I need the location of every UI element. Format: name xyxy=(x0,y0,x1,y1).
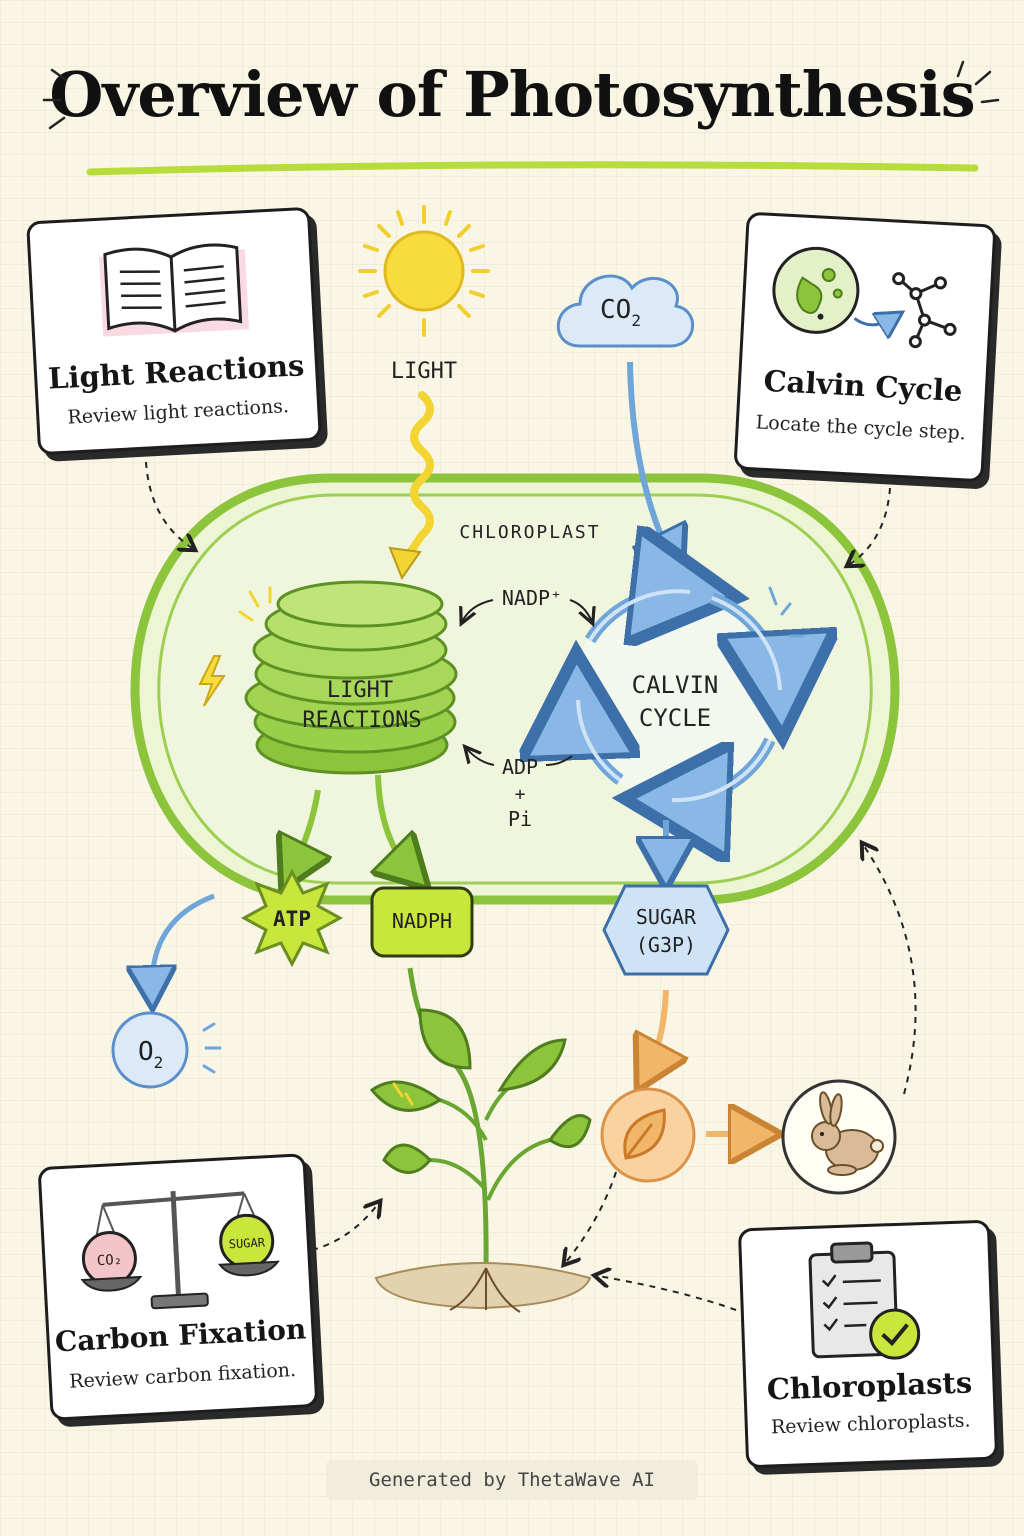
card-carbon-fixation[interactable]: CO₂ SUGAR Carbon Fixation Review carbon … xyxy=(37,1153,319,1421)
pi-label: Pi xyxy=(508,807,532,831)
atp-label: ATP xyxy=(273,907,311,931)
footer-credit: Generated by ThetaWave AI xyxy=(326,1460,698,1500)
calvin-label-2: CYCLE xyxy=(639,704,711,732)
card-light-reactions[interactable]: Light Reactions Review light reactions. xyxy=(26,206,322,456)
nadph-box xyxy=(370,886,474,958)
thylakoid-stack xyxy=(244,580,458,775)
sugar-to-leaf-arrow xyxy=(648,989,666,1070)
dash-chloroplast-card xyxy=(598,1276,737,1311)
dash-light-card xyxy=(145,461,192,548)
co2-label: CO2 xyxy=(600,295,641,330)
title-underline xyxy=(86,161,979,176)
co2-subscript: 2 xyxy=(631,311,641,330)
lightning-icon xyxy=(198,655,226,707)
scale-right-label: SUGAR xyxy=(228,1235,266,1251)
open-book-icon xyxy=(99,243,250,337)
card-calvin-cycle-title: Calvin Cycle xyxy=(762,363,964,409)
sugar-hexagon xyxy=(602,884,730,976)
nadph-arrow xyxy=(378,774,412,872)
dash-carbon-card xyxy=(311,1204,378,1251)
card-light-reactions-title: Light Reactions xyxy=(47,348,306,396)
light-reactions-label-1: LIGHT xyxy=(327,678,393,703)
o2-label: O2 xyxy=(138,1037,163,1072)
adp-label: ADP xyxy=(502,755,538,779)
card-chloroplasts[interactable]: Chloroplasts Review chloroplasts. xyxy=(737,1219,999,1469)
o2-bubble xyxy=(111,1011,189,1089)
nadp-arrow-left xyxy=(462,599,494,622)
o2-sparkles xyxy=(202,1022,222,1074)
calvin-sparkles xyxy=(768,586,804,638)
plant-sparkles xyxy=(392,1082,414,1106)
atp-arrow xyxy=(292,789,318,870)
sugar-label-2: (G3P) xyxy=(636,933,696,957)
card-calvin-cycle-subtitle: Locate the cycle step. xyxy=(755,411,967,445)
dash-rabbit-up xyxy=(864,846,917,1095)
sugar-label-1: SUGAR xyxy=(636,905,697,929)
atp-burst xyxy=(240,868,344,968)
dash-leaf-plant xyxy=(566,1171,617,1262)
light-label: LIGHT xyxy=(391,359,457,384)
light-reactions-label-2: REACTIONS xyxy=(302,708,421,733)
nadp-arrow-right xyxy=(569,599,592,622)
chloroplast-label: CHLOROPLAST xyxy=(459,522,600,543)
card-chloroplasts-title: Chloroplasts xyxy=(766,1365,973,1407)
light-arrow xyxy=(401,391,434,564)
title-emphasis-marks xyxy=(42,60,1000,130)
nadp-plus-label: NADP⁺ xyxy=(502,586,562,610)
card-light-reactions-subtitle: Review light reactions. xyxy=(67,395,290,429)
card-calvin-cycle[interactable]: Calvin Cycle Locate the cycle step. xyxy=(733,211,997,483)
sprout-icon xyxy=(369,967,592,1313)
o2-arrow xyxy=(152,893,215,990)
nadph-label: NADPH xyxy=(392,909,452,933)
leaf-icon xyxy=(623,1108,666,1160)
sparkle-lines xyxy=(238,586,272,622)
adp-arrow-out xyxy=(466,748,495,766)
clipboard-check-icon xyxy=(808,1241,921,1360)
sun-icon xyxy=(358,205,490,337)
adp-arrow-in xyxy=(545,755,573,766)
plus-label: + xyxy=(515,784,526,805)
cloud-icon xyxy=(556,274,694,348)
page-title: Overview of Photosynthesis xyxy=(49,58,975,131)
rabbit-icon xyxy=(811,1091,884,1176)
balance-scale-icon: CO₂ SUGAR xyxy=(80,1191,280,1310)
o2-subscript: 2 xyxy=(154,1053,164,1072)
calvin-cycle xyxy=(572,591,780,800)
card-chloroplasts-subtitle: Review chloroplasts. xyxy=(770,1409,971,1439)
cell-molecule-icon xyxy=(772,246,957,349)
calvin-label-1: CALVIN xyxy=(632,671,719,699)
card-carbon-fixation-subtitle: Review carbon fixation. xyxy=(68,1358,297,1393)
scale-left-label: CO₂ xyxy=(96,1252,122,1269)
